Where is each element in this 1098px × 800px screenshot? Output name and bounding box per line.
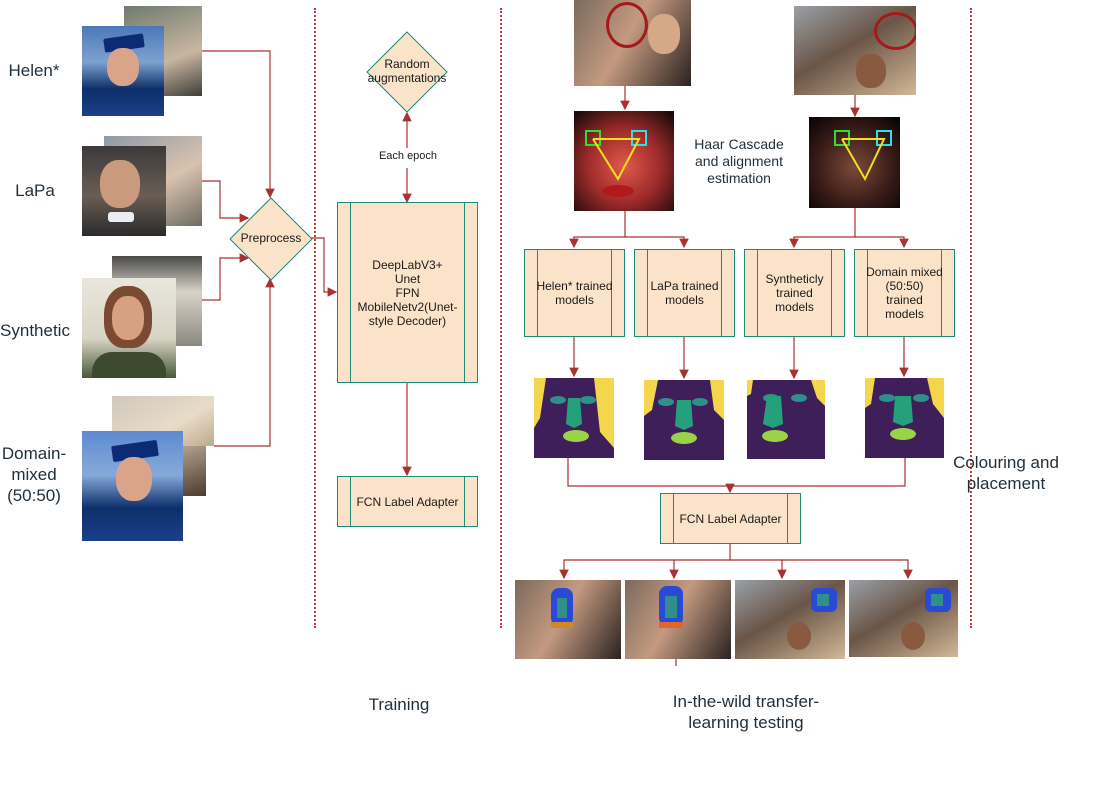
synthetic-photo-front <box>82 278 176 378</box>
output-photo-lapa <box>625 580 731 659</box>
lapa-photo-front <box>82 146 166 236</box>
synthetic-trained-models-box: Syntheticly trained models <box>744 249 845 337</box>
wild-testing-section-label: In-the-wild transfer- learning testing <box>672 692 820 732</box>
output-photo-synthetic <box>735 580 845 659</box>
output-photo-mixed <box>849 580 958 657</box>
synthetic-trained-models-label: Syntheticly trained models <box>765 272 824 314</box>
preprocess-diamond <box>229 197 313 281</box>
lapa-trained-models-box: LaPa trained models <box>634 249 735 337</box>
segmentation-map-helen <box>534 378 614 458</box>
dataset-label-domain-mixed: Domain- mixed (50:50) <box>1 444 67 505</box>
random-augmentations-label: Random augmentations <box>367 57 447 85</box>
each-epoch-label: Each epoch <box>378 150 438 162</box>
training-models-label: DeepLabV3+ Unet FPN MobileNetv2(Unet- st… <box>357 257 458 328</box>
dataset-label-helen: Helen* <box>8 61 60 80</box>
segmentation-map-synthetic <box>747 380 825 459</box>
haar-crop-2 <box>809 117 900 208</box>
segmentation-map-mixed <box>865 378 944 458</box>
helen-photo-front <box>82 26 164 116</box>
dataset-label-lapa: LaPa <box>15 181 55 200</box>
haar-crop-1 <box>574 111 674 211</box>
divider-left <box>314 8 316 628</box>
colouring-placement-label: Colouring and placement <box>953 453 1059 493</box>
preprocess-label: Preprocess <box>240 231 302 245</box>
segmentation-map-lapa <box>644 380 724 460</box>
random-augmentations-diamond <box>366 31 448 113</box>
divider-middle <box>500 8 502 628</box>
haar-cascade-label: Haar Cascade and alignment estimation <box>694 136 784 186</box>
output-photo-helen <box>515 580 621 659</box>
mixed-trained-models-label: Domain mixed (50:50) trained models <box>866 265 943 321</box>
fcn-label-adapter-testing-label: FCN Label Adapter <box>679 511 782 526</box>
fcn-label-adapter-testing: FCN Label Adapter <box>660 493 801 544</box>
dataset-label-synthetic: Synthetic <box>0 321 70 340</box>
test-input-photo-1 <box>574 0 691 86</box>
test-input-photo-2 <box>794 6 916 95</box>
divider-right <box>970 8 972 628</box>
mixed-photo-front <box>82 431 183 541</box>
training-models-box: DeepLabV3+ Unet FPN MobileNetv2(Unet- st… <box>337 202 478 383</box>
fcn-label-adapter-training-label: FCN Label Adapter <box>356 494 459 509</box>
helen-trained-models-label: Helen* trained models <box>536 279 613 307</box>
helen-trained-models-box: Helen* trained models <box>524 249 625 337</box>
lapa-trained-models-label: LaPa trained models <box>650 279 719 307</box>
fcn-label-adapter-training: FCN Label Adapter <box>337 476 478 527</box>
training-section-label: Training <box>368 695 430 714</box>
mixed-trained-models-box: Domain mixed (50:50) trained models <box>854 249 955 337</box>
